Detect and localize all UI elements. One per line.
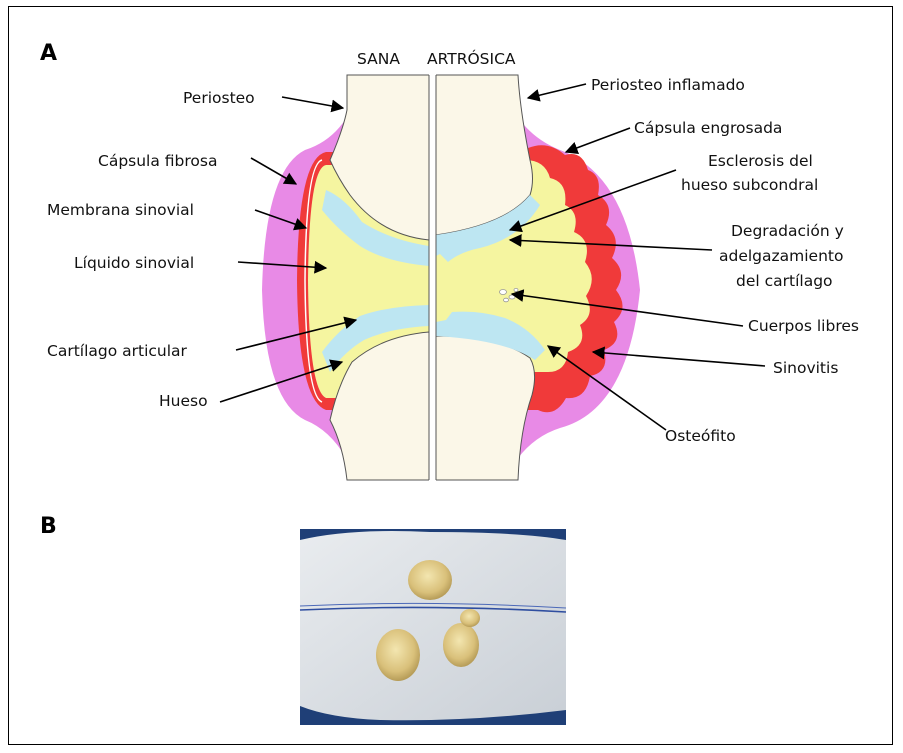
loose-body-fragment — [443, 623, 479, 667]
label-sclerosis-1: Esclerosis del — [708, 152, 813, 170]
panel-label-b: B — [40, 514, 57, 539]
label-osteophyte: Osteófito — [665, 427, 736, 445]
arrow-inflamed-periosteum — [528, 84, 586, 98]
label-degradation-3: del cartílago — [736, 272, 833, 290]
label-synovitis: Sinovitis — [773, 359, 838, 377]
header-arthritic: ARTRÓSICA — [427, 49, 516, 68]
loose-body — [509, 295, 515, 299]
label-bone: Hueso — [159, 392, 208, 410]
loose-body-fragment — [460, 609, 480, 627]
arrow-thickened-capsule — [566, 128, 630, 152]
loose-body-fragment — [408, 560, 452, 600]
label-inflamed-periosteum: Periosteo inflamado — [591, 76, 745, 94]
panel-label-a: A — [40, 41, 57, 66]
lower-bone-arthritic — [436, 336, 535, 480]
loose-body — [500, 290, 507, 295]
loose-bodies-photo — [300, 529, 566, 725]
label-synovial-fluid: Líquido sinovial — [74, 254, 194, 272]
label-degradation-1: Degradación y — [731, 222, 844, 240]
label-synovial-membrane: Membrana sinovial — [47, 201, 194, 219]
loose-body-fragment — [376, 629, 420, 681]
loose-body — [514, 288, 518, 291]
gauze-pad — [300, 531, 566, 720]
label-degradation-2: adelgazamiento — [719, 247, 843, 265]
arrow-periosteum — [282, 97, 343, 108]
header-healthy: SANA — [357, 50, 400, 68]
label-loose-bodies: Cuerpos libres — [748, 317, 859, 335]
loose-body — [504, 298, 509, 302]
label-sclerosis-2: hueso subcondral — [681, 176, 818, 194]
label-periosteum: Periosteo — [183, 89, 255, 107]
label-articular-cartilage: Cartílago articular — [47, 342, 188, 360]
healthy-joint — [262, 75, 429, 480]
center-gap — [429, 70, 436, 485]
label-fibrous-capsule: Cápsula fibrosa — [98, 152, 217, 170]
label-thickened-capsule: Cápsula engrosada — [634, 119, 782, 137]
